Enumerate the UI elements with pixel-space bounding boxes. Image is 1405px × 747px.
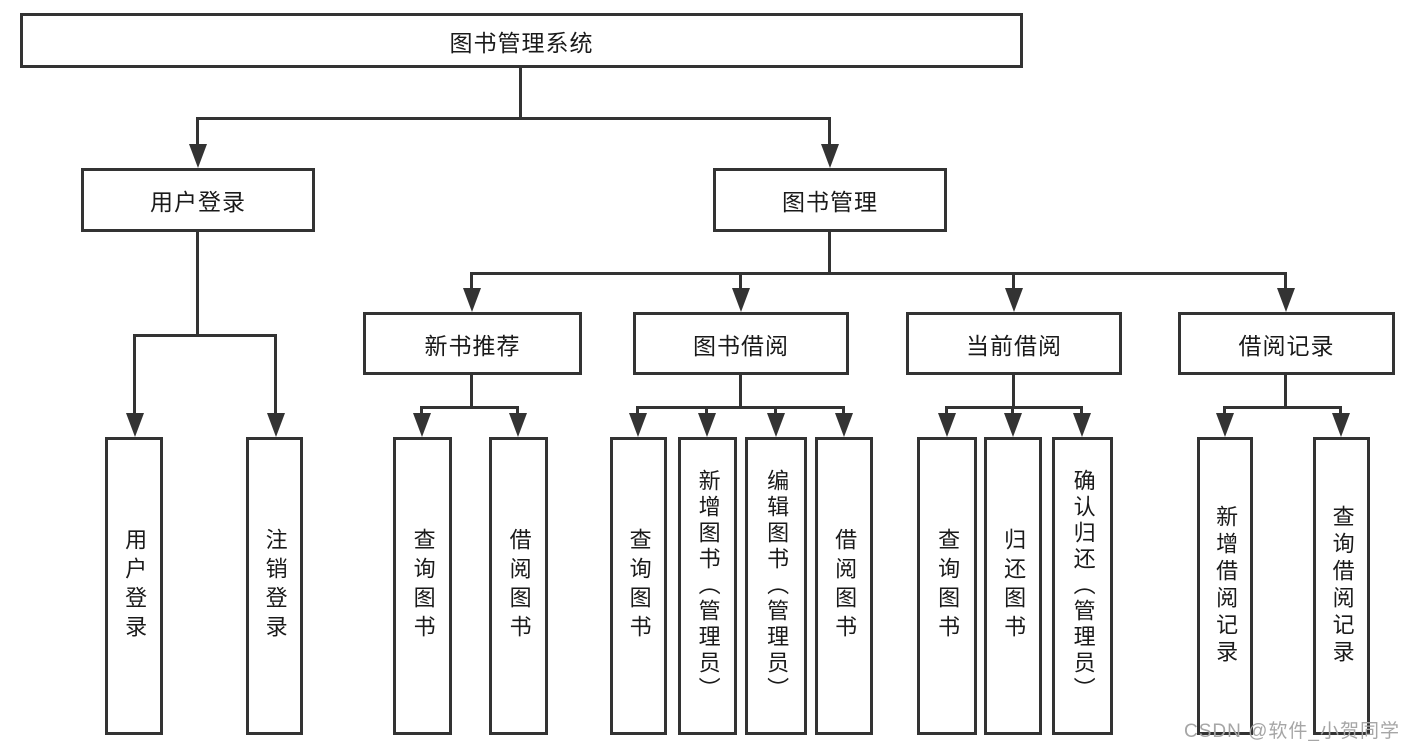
leaf-add-book-admin: 新增图书（管理员） (678, 437, 737, 735)
arrow-to-user-login (188, 117, 207, 168)
leaf-logout-label: 注销登录 (262, 528, 288, 644)
node-borrow-records-label: 借阅记录 (1238, 332, 1335, 359)
leaf-query-book-current: 查询图书 (917, 437, 977, 735)
connector-borrow-records-rail (1223, 406, 1342, 409)
leaf-borrow-book: 借阅图书 (815, 437, 873, 735)
leaf-user-login: 用户登录 (105, 437, 163, 735)
connector-current-borrow-rail (945, 406, 1083, 409)
arrow-to-leaf-logout (266, 334, 285, 437)
connector-current-borrow-stem (1012, 375, 1015, 408)
arrow-leaf (508, 406, 527, 437)
connector-book-management-stem (828, 232, 831, 274)
arrow-leaf (937, 406, 956, 437)
node-new-book-recommend-label: 新书推荐 (424, 332, 521, 359)
connector-root-stem (519, 68, 522, 118)
arrow-to-new-book-recommend (462, 272, 481, 312)
arrow-leaf (1072, 406, 1091, 437)
leaf-query-borrow-record-label: 查询借阅记录 (1329, 505, 1355, 667)
node-current-borrow: 当前借阅 (906, 312, 1122, 375)
connector-level3-rail (470, 272, 1287, 275)
node-book-management-label: 图书管理 (782, 189, 878, 215)
node-root-label: 图书管理系统 (449, 29, 594, 56)
leaf-logout: 注销登录 (246, 437, 303, 735)
leaf-query-book-borrow: 查询图书 (610, 437, 667, 735)
leaf-edit-book-admin: 编辑图书（管理员） (745, 437, 807, 735)
arrow-leaf (697, 406, 716, 437)
arrow-leaf (628, 406, 647, 437)
leaf-confirm-return-admin: 确认归还（管理员） (1052, 437, 1113, 735)
arrow-to-borrow-records (1276, 272, 1295, 312)
leaf-borrow-book-recommend: 借阅图书 (489, 437, 548, 735)
arrow-leaf (766, 406, 785, 437)
arrow-to-leaf-user-login (125, 334, 144, 437)
leaf-add-book-admin-label: 新增图书（管理员） (695, 469, 721, 703)
node-new-book-recommend: 新书推荐 (363, 312, 582, 375)
node-borrow-records: 借阅记录 (1178, 312, 1395, 375)
connector-borrow-records-stem (1284, 375, 1287, 408)
arrow-leaf (834, 406, 853, 437)
leaf-return-book: 归还图书 (984, 437, 1042, 735)
node-root: 图书管理系统 (20, 13, 1023, 68)
arrow-to-book-management (820, 117, 839, 168)
leaf-query-borrow-record: 查询借阅记录 (1313, 437, 1370, 735)
node-user-login: 用户登录 (81, 168, 315, 232)
connector-level2-rail (196, 117, 831, 120)
arrow-leaf (1003, 406, 1022, 437)
leaf-return-book-label: 归还图书 (1001, 528, 1027, 644)
node-current-borrow-label: 当前借阅 (966, 332, 1062, 359)
leaf-user-login-label: 用户登录 (122, 528, 148, 644)
connector-user-login-rail (133, 334, 277, 337)
arrow-to-current-borrow (1004, 272, 1023, 312)
node-book-borrow: 图书借阅 (633, 312, 849, 375)
arrow-leaf (412, 406, 431, 437)
arrow-leaf (1215, 406, 1234, 437)
arrow-leaf (1331, 406, 1350, 437)
leaf-add-borrow-record: 新增借阅记录 (1197, 437, 1253, 735)
connector-book-borrow-rail (636, 406, 845, 409)
leaf-borrow-book-label: 借阅图书 (832, 528, 858, 644)
connector-new-book-recommend-rail (420, 406, 519, 409)
arrow-to-book-borrow (731, 272, 750, 312)
leaf-edit-book-admin-label: 编辑图书（管理员） (764, 469, 790, 703)
leaf-query-book-current-label: 查询图书 (935, 528, 961, 644)
node-user-login-label: 用户登录 (150, 189, 246, 215)
connector-user-login-stem (196, 232, 199, 336)
leaf-add-borrow-record-label: 新增借阅记录 (1213, 505, 1239, 667)
leaf-query-book-recommend: 查询图书 (393, 437, 452, 735)
connector-new-book-recommend-stem (470, 375, 473, 408)
node-book-management: 图书管理 (713, 168, 947, 232)
leaf-query-book-recommend-label: 查询图书 (410, 528, 436, 644)
leaf-borrow-book-recommend-label: 借阅图书 (506, 528, 532, 644)
watermark-text: CSDN @软件_小贺同学 (1184, 721, 1400, 742)
leaf-query-book-borrow-label: 查询图书 (626, 528, 652, 644)
leaf-confirm-return-admin-label: 确认归还（管理员） (1070, 469, 1096, 703)
node-book-borrow-label: 图书借阅 (693, 332, 789, 359)
connector-book-borrow-stem (739, 375, 742, 408)
